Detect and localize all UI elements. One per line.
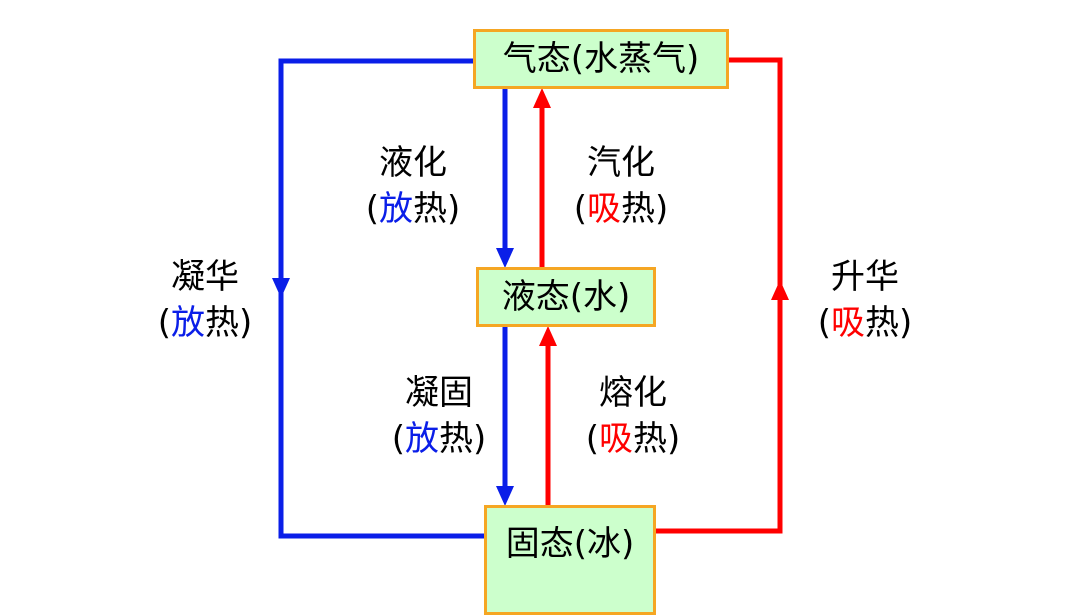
sublimation-name: 升华 [831, 257, 899, 297]
vaporization-label: 汽化 (吸热) [556, 140, 686, 232]
deposition-label: 凝华 (放热) [140, 254, 270, 346]
melting-label: 熔化 (吸热) [568, 370, 698, 462]
deposition-arrowhead [272, 278, 290, 298]
liquid-state-label: 液态(水) [501, 277, 631, 317]
melting-heat: (吸热) [585, 419, 681, 459]
deposition-path [278, 58, 484, 539]
sublimation-label: 升华 (吸热) [800, 254, 930, 346]
release-heat-word: 放 [405, 419, 439, 459]
solidification-name: 凝固 [405, 373, 473, 413]
deposition-name: 凝华 [171, 257, 239, 297]
arrows-layer [272, 57, 789, 539]
vaporization-arrowhead [533, 88, 551, 108]
deposition-heat: (放热) [157, 303, 253, 343]
sublimation-heat: (吸热) [817, 303, 913, 343]
solidification-label: 凝固 (放热) [374, 370, 504, 462]
melting-arrowhead [539, 326, 557, 346]
absorb-heat-word: 吸 [831, 303, 865, 343]
liquefaction-arrowhead [496, 248, 514, 268]
solid-state-label: 固态(冰) [505, 524, 635, 564]
vaporization-name: 汽化 [587, 143, 655, 183]
gas-state-label: 气态(水蒸气) [502, 39, 700, 79]
sublimation-arrowhead [771, 280, 789, 300]
release-heat-word: 放 [171, 303, 205, 343]
absorb-heat-word: 吸 [599, 419, 633, 459]
solidification-heat: (放热) [391, 419, 487, 459]
gas-state-box: 气态(水蒸气) [473, 29, 729, 89]
solid-state-box: 固态(冰) [484, 505, 656, 615]
vaporization-heat: (吸热) [573, 189, 669, 229]
liquefaction-label: 液化 (放热) [358, 140, 468, 232]
release-heat-word: 放 [379, 189, 413, 229]
melting-name: 熔化 [599, 373, 667, 413]
solidification-arrowhead [496, 486, 514, 506]
phase-change-diagram: 气态(水蒸气) 液态(水) 固态(冰) 液化 (放热) 汽化 (吸热) 凝华 (… [140, 29, 930, 615]
liquid-state-box: 液态(水) [476, 267, 656, 327]
absorb-heat-word: 吸 [587, 189, 621, 229]
liquefaction-name: 液化 [379, 143, 447, 183]
liquefaction-heat: (放热) [365, 189, 461, 229]
